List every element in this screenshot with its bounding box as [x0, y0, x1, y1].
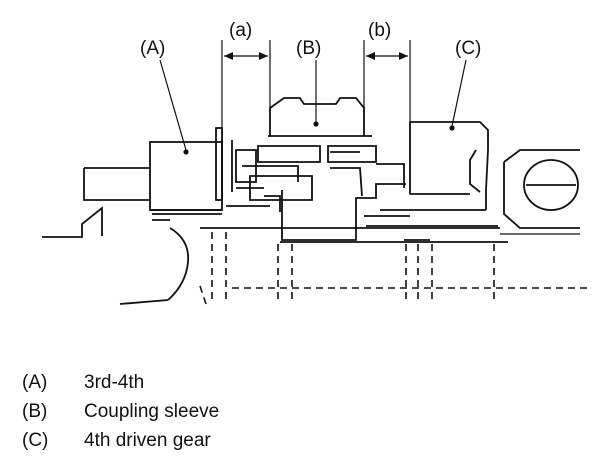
coupling-sleeve	[226, 97, 406, 241]
dimension-a-marker	[221, 40, 271, 202]
legend-key: (A)	[22, 372, 48, 393]
callout-A: (A)	[140, 38, 165, 59]
callout-C: (C)	[455, 38, 481, 59]
legend-item-b: (B) Coupling sleeve	[22, 397, 422, 426]
callout-B: (B)	[296, 38, 321, 59]
legend-key: (C)	[22, 430, 49, 451]
legend-text: 3rd-4th	[84, 372, 145, 393]
callout-a: (a)	[229, 20, 252, 41]
right-housing	[500, 149, 580, 235]
legend-item-c: (C) 4th driven gear	[22, 426, 422, 455]
callout-b: (b)	[368, 20, 391, 41]
input-shaft	[42, 167, 150, 238]
legend: (A) 3rd-4th (B) Coupling sleeve (C) 4th dri…	[22, 368, 422, 455]
leader-lines	[159, 59, 467, 155]
driven-gear-4th	[366, 121, 498, 227]
legend-item-a: (A) 3rd-4th	[22, 368, 422, 397]
legend-text: Coupling sleeve	[84, 401, 220, 422]
legend-text: 4th driven gear	[84, 430, 211, 451]
main-shaft	[152, 213, 508, 243]
hidden-lines	[199, 232, 590, 305]
hub-3rd-4th	[149, 127, 223, 211]
lower-housing	[119, 227, 190, 305]
legend-key: (B)	[22, 401, 48, 422]
